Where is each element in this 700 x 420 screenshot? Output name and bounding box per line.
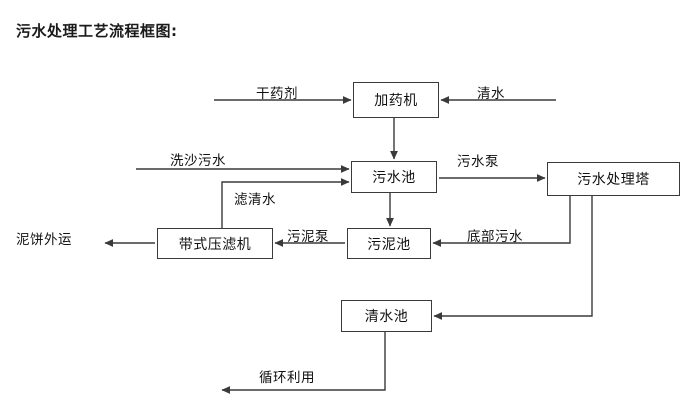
edge-label-dry-chemical: 干药剂 (256, 86, 298, 102)
page-title: 污水处理工艺流程框图: (16, 22, 178, 40)
wire-bottom-sewage-to-sludge-pool (432, 196, 571, 247)
edge-label-sewage-pump: 污水泵 (457, 154, 499, 170)
node-label: 污泥池 (367, 236, 411, 253)
node-label: 污水池 (372, 170, 416, 186)
node-label: 清水池 (364, 309, 409, 325)
node-belt-filter-press[interactable]: 带式压滤机 (157, 228, 273, 259)
node-label: 加药机 (374, 93, 418, 109)
wire-filtered-water-to-wastewater-pool (221, 178, 350, 228)
node-label: 带式压滤机 (178, 236, 252, 253)
node-dosing-machine[interactable]: 加药机 (353, 82, 439, 118)
node-clearwater-pool[interactable]: 清水池 (341, 300, 432, 332)
wire-clearwater-recycle-out (221, 332, 386, 394)
edge-label-bottom-sewage: 底部污水 (467, 229, 523, 245)
wire-tower-to-clearwater-pool (433, 196, 593, 320)
edge-label-sludge-pump: 污泥泵 (287, 229, 329, 245)
terminal-label-recycle-reuse: 循环利用 (259, 370, 315, 386)
edge-label-filtered-clear-water: 滤清水 (234, 192, 276, 208)
edge-label-clean-water: 清水 (477, 86, 505, 102)
node-label: 污水处理塔 (577, 172, 650, 188)
node-wastewater-pool[interactable]: 污水池 (351, 161, 437, 193)
node-sludge-pool[interactable]: 污泥池 (347, 228, 431, 259)
edge-label-sand-wash-sewage: 洗沙污水 (170, 153, 226, 169)
terminal-label-mud-cake-haulage: 泥饼外运 (16, 232, 72, 248)
node-treatment-tower[interactable]: 污水处理塔 (547, 162, 680, 196)
